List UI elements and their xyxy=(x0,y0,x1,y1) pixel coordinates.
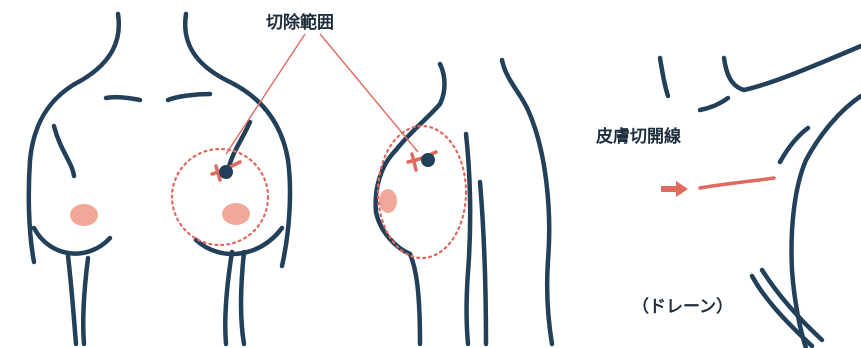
skin-incision-line xyxy=(700,178,774,188)
front-neck-right xyxy=(185,14,290,266)
closeup-armpit xyxy=(780,128,808,162)
front-right-arm-outer xyxy=(241,252,244,344)
front-right-areola xyxy=(70,204,98,226)
front-right-breast-under xyxy=(34,228,110,254)
closeup-fold-short xyxy=(700,98,728,110)
incision-arrow-icon xyxy=(661,181,688,197)
front-tumor xyxy=(219,165,233,179)
side-areola xyxy=(379,189,397,213)
skin-incision-line-label: 皮膚切開線 xyxy=(596,126,681,147)
side-arm-back xyxy=(480,182,486,344)
front-right-breast-line xyxy=(54,126,74,176)
leader-line-front xyxy=(226,34,305,154)
side-neck-front xyxy=(396,64,445,150)
front-left-arm-inner xyxy=(68,256,76,344)
front-view xyxy=(29,14,290,344)
side-arm-front xyxy=(466,134,470,344)
side-back xyxy=(502,60,552,344)
drain-tube-outer xyxy=(752,276,812,346)
excision-range-label: 切除範囲 xyxy=(266,12,334,33)
leader-line-side xyxy=(320,34,418,152)
front-clavicle-right xyxy=(168,94,210,100)
closeup-upper-left xyxy=(660,58,668,96)
side-incision-tick xyxy=(412,154,416,170)
front-right-arm-inner xyxy=(225,252,232,344)
front-clavicle-left xyxy=(106,97,140,100)
drain-label: （ドレーン） xyxy=(632,296,733,317)
front-neck-left xyxy=(29,14,119,262)
side-view xyxy=(376,60,552,344)
closeup-shoulder xyxy=(724,46,861,90)
front-left-areola xyxy=(222,203,250,225)
side-belly xyxy=(410,254,420,344)
front-left-arm-outer xyxy=(83,258,88,344)
side-tumor xyxy=(421,153,435,167)
front-excision-range-outline xyxy=(172,149,268,245)
